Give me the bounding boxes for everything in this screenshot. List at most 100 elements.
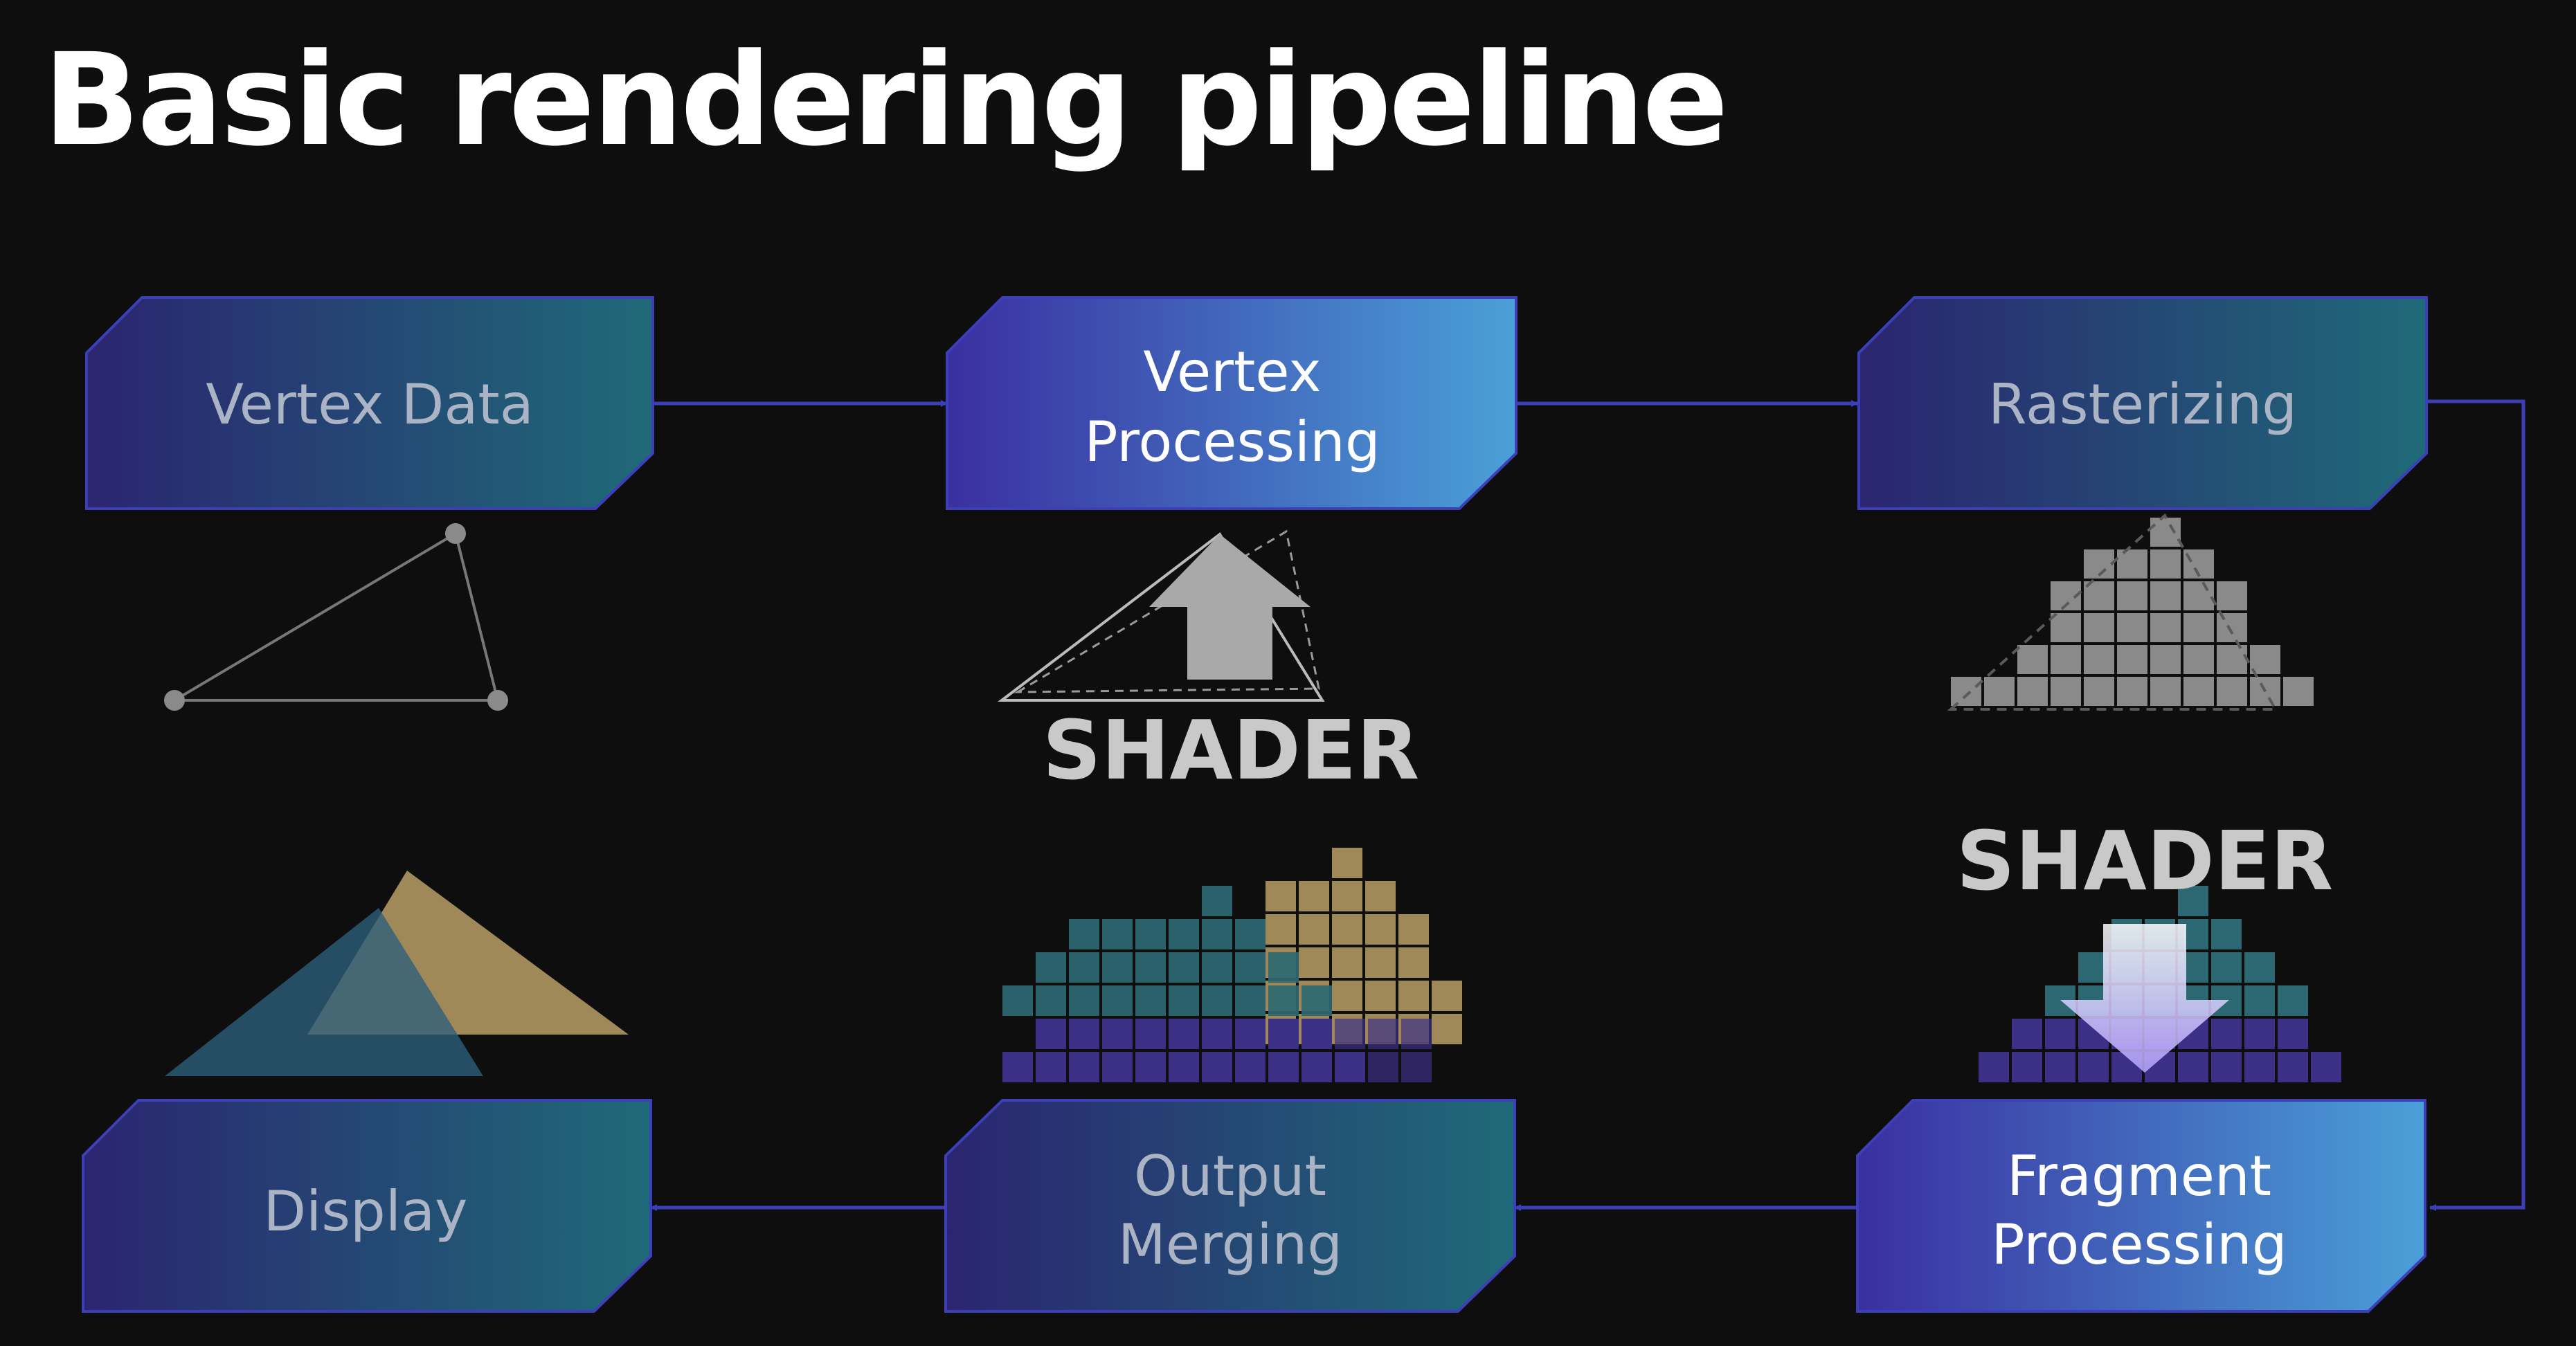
up-arrow-icon (1149, 534, 1310, 680)
pixel-cell (2051, 677, 2081, 706)
display-triangles-icon (165, 871, 629, 1076)
pixel-cell (2045, 1019, 2075, 1049)
pixel-cell (2311, 1052, 2341, 1082)
pixel-cell (2078, 1052, 2109, 1082)
pixel-cell (2117, 581, 2147, 610)
pixel-cell (2211, 952, 2242, 983)
pixel-cell (1335, 1019, 1365, 1049)
pixel-cell (1365, 981, 1396, 1011)
pixel-cell (2012, 1019, 2042, 1049)
fragment-shader-label: SHADER (1956, 813, 2333, 909)
pixel-cell (1002, 985, 1033, 1016)
pixel-cell (1332, 914, 1362, 945)
pixel-cell (1401, 1052, 1432, 1082)
pixel-cell (1102, 1019, 1133, 1049)
pixel-cell (2183, 613, 2214, 642)
pixel-cell (1202, 1052, 1232, 1082)
pixel-cell (1235, 985, 1266, 1016)
stage-output-merging: Output Merging (944, 1099, 1516, 1313)
pixel-cell (2117, 549, 2147, 579)
pixel-cell (1036, 985, 1066, 1016)
pixel-cell (1069, 952, 1099, 983)
stage-vertex-data: Vertex Data (85, 296, 654, 510)
pixel-cell (1401, 1019, 1432, 1049)
pixel-cell (2051, 613, 2081, 642)
pixel-cell (1235, 1052, 1266, 1082)
pixel-cell (1069, 1052, 1099, 1082)
pixel-cell (1299, 881, 1329, 911)
pixel-cell (2217, 581, 2247, 610)
pixel-cell (1432, 1014, 1462, 1044)
pixel-cell (1365, 881, 1396, 911)
pixel-cell (1268, 1052, 1299, 1082)
pixel-cell (1202, 1019, 1232, 1049)
pixel-cell (2150, 645, 2181, 674)
pixel-cell (1368, 1019, 1398, 1049)
pixel-cell (1398, 947, 1429, 978)
pixel-cell (2250, 645, 2280, 674)
pixel-cell (2084, 677, 2114, 706)
page-title: Basic rendering pipeline (43, 26, 1729, 174)
pixel-cell (2211, 1019, 2242, 1049)
vertex-shader-label: SHADER (1043, 702, 1419, 798)
pixel-cell (2283, 677, 2314, 706)
stage-vertex-processing-label-1: Vertex (1143, 340, 1321, 404)
arrow-rasterizing-to-fragment (2426, 399, 2525, 1211)
pixel-cell (1169, 1052, 1199, 1082)
pixel-cell (1135, 919, 1166, 949)
pixel-cell (1332, 848, 1362, 878)
pixel-cell (1169, 1019, 1199, 1049)
pixel-cell (1069, 1019, 1099, 1049)
pixel-cell (1135, 1019, 1166, 1049)
pixel-cell (1202, 985, 1232, 1016)
pixel-cell (2117, 645, 2147, 674)
pixel-cell (1036, 952, 1066, 983)
pixel-cell (2012, 1052, 2042, 1082)
pixel-cell (1301, 1019, 1332, 1049)
pixel-cell (1169, 919, 1199, 949)
pixel-cell (2017, 645, 2048, 674)
pixel-cell (1266, 881, 1296, 911)
pixel-cell (2117, 613, 2147, 642)
pixel-cell (2084, 645, 2114, 674)
pixel-cell (2017, 677, 2048, 706)
vertex-dot (445, 523, 466, 544)
pixel-cell (1202, 952, 1232, 983)
pixel-cell (1398, 981, 1429, 1011)
pixel-cell (1268, 952, 1299, 983)
stage-display-label: Display (264, 1179, 468, 1244)
pixel-cell (1102, 1052, 1133, 1082)
pixel-cell (2150, 581, 2181, 610)
pixel-cell (1202, 886, 1232, 916)
pixel-cell (1365, 947, 1396, 978)
stage-fragment-processing: Fragment Processing (1856, 1099, 2426, 1313)
pixel-cell (1135, 1052, 1166, 1082)
pixel-cell (1266, 914, 1296, 945)
pixel-cell (1984, 677, 2015, 706)
vertex-dot (487, 690, 508, 711)
pixel-cell (2278, 985, 2308, 1016)
pixel-cell (1102, 952, 1133, 983)
pixel-cell (1335, 1052, 1365, 1082)
pixel-cell (1368, 1052, 1398, 1082)
pixel-cell (2278, 1019, 2308, 1049)
pixel-cell (1169, 952, 1199, 983)
pixel-cell (1069, 919, 1099, 949)
stage-vertex-processing-label-2: Processing (1084, 410, 1380, 474)
pixel-cell (1432, 981, 1462, 1011)
pixel-cell (2244, 985, 2275, 1016)
pixel-cell (1951, 677, 1981, 706)
stage-display: Display (82, 1099, 652, 1313)
stage-rasterizing: Rasterizing (1857, 296, 2428, 510)
pixel-cell (1398, 914, 1429, 945)
pixel-cell (2183, 677, 2214, 706)
pixel-cell (2211, 919, 2242, 949)
pixel-cell (1365, 914, 1396, 945)
connectors (650, 399, 2525, 1211)
pixel-cell (2150, 677, 2181, 706)
vertex-shader-icon: SHADER (998, 529, 1419, 798)
pixel-cell (1102, 985, 1133, 1016)
pixel-cell (2183, 645, 2214, 674)
